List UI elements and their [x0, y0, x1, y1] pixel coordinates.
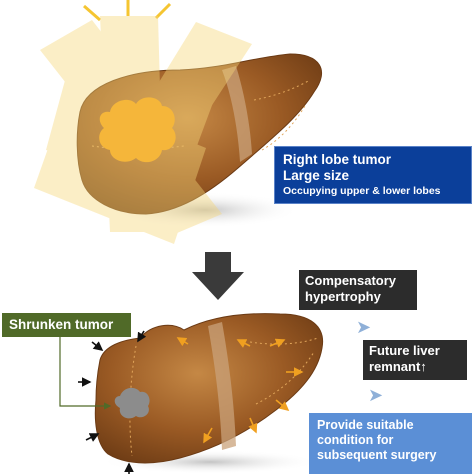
remnant-line2: remnant↑ [369, 359, 427, 374]
flow-arrow-2-icon: ➤ [368, 385, 384, 405]
liver-bottom [94, 313, 324, 464]
large-tumor [99, 97, 176, 163]
surgery-line3: subsequent surgery [317, 448, 437, 462]
liver-bottom-dotted-lines [129, 337, 319, 457]
surgery-condition-box: Provide suitable condition for subsequen… [309, 413, 472, 474]
transition-arrow [192, 252, 244, 300]
compensatory-hypertrophy-box: Compensatory hypertrophy [299, 270, 417, 310]
growth-arrows [176, 337, 304, 444]
remnant-line1: Future liver [369, 343, 440, 358]
shrunken-tumor [114, 387, 150, 419]
liver-top-segment-band [222, 66, 252, 162]
compensatory-line1: Compensatory [305, 273, 397, 288]
surgery-line1: Provide suitable [317, 418, 414, 432]
tumor-size-text: Large size [283, 168, 350, 183]
tumor-extent-text: Occupying upper & lower lobes [283, 185, 441, 197]
shrunken-tumor-pointer [59, 337, 112, 410]
compensatory-line2: hypertrophy [305, 289, 381, 304]
compression-arrows [78, 330, 147, 474]
liver-top-dotted-lines [91, 79, 311, 151]
tumor-description-box: Right lobe tumor Large size Occupying up… [274, 146, 472, 204]
future-liver-remnant-box: Future liver remnant↑ [363, 340, 467, 380]
tumor-location-text: Right lobe tumor [283, 152, 391, 167]
radiation-source-rays [83, 0, 172, 22]
surgery-line2: condition for [317, 433, 394, 447]
shrunken-tumor-label: Shrunken tumor [2, 313, 131, 337]
liver-top [76, 53, 323, 215]
liver-bottom-segment-band [208, 322, 236, 450]
flow-arrow-1-icon: ➤ [356, 317, 372, 337]
